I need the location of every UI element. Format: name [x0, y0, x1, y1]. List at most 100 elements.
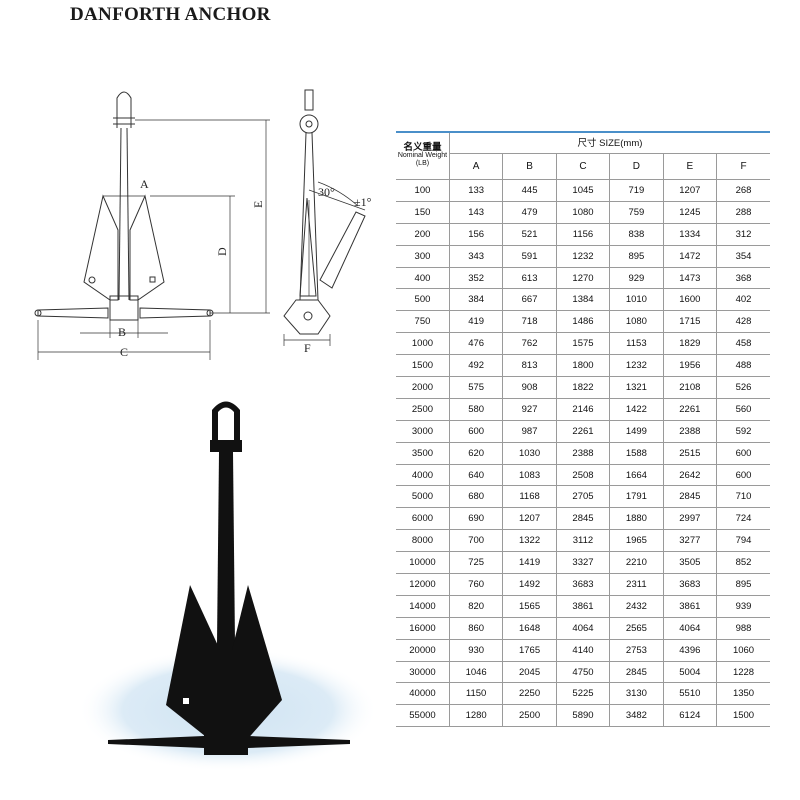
size-cell-b: 1648 [502, 617, 557, 640]
size-cell-d: 1499 [609, 420, 664, 443]
size-cell-c: 1384 [555, 288, 610, 312]
size-cell-c: 1045 [555, 179, 610, 202]
size-cell-e: 3277 [662, 529, 717, 553]
size-cell-c: 5890 [555, 704, 610, 728]
size-cell-e: 1334 [662, 223, 717, 246]
size-cell-e: 1473 [662, 267, 717, 290]
size-cell-b: 762 [502, 332, 557, 356]
size-cell-a: 700 [448, 529, 503, 553]
size-cell-a: 680 [448, 485, 503, 509]
size-cell-c: 4064 [555, 617, 610, 640]
size-cell-f: 794 [716, 529, 770, 553]
weight-cell: 3000 [396, 420, 450, 443]
size-cell-e: 6124 [662, 704, 717, 728]
weight-cell: 4000 [396, 464, 450, 487]
size-cell-a: 575 [448, 376, 503, 399]
weight-cell: 750 [396, 310, 450, 334]
size-cell-e: 1207 [662, 179, 717, 202]
size-cell-c: 2508 [555, 464, 610, 487]
weight-cell: 100 [396, 179, 450, 202]
page-title: DANFORTH ANCHOR [70, 4, 271, 25]
dimension-label-b: B [118, 325, 126, 339]
size-cell-b: 813 [502, 354, 557, 378]
size-cell-d: 1321 [609, 376, 664, 399]
weight-cell: 14000 [396, 595, 450, 618]
size-cell-b: 667 [502, 288, 557, 312]
size-cell-a: 620 [448, 442, 503, 465]
size-cell-f: 368 [716, 267, 770, 290]
size-cell-a: 143 [448, 201, 503, 224]
size-cell-d: 895 [609, 245, 664, 268]
size-cell-d: 1588 [609, 442, 664, 465]
size-cell-f: 526 [716, 376, 770, 399]
size-cell-d: 929 [609, 267, 664, 290]
size-cell-e: 2261 [662, 398, 717, 421]
size-cell-e: 3505 [662, 551, 717, 575]
size-cell-e: 5510 [662, 682, 717, 706]
size-cell-c: 1232 [555, 245, 610, 268]
size-cell-a: 725 [448, 551, 503, 575]
size-cell-d: 2311 [609, 573, 664, 596]
size-cell-e: 2515 [662, 442, 717, 465]
size-cell-e: 2642 [662, 464, 717, 487]
weight-cell: 8000 [396, 529, 450, 553]
size-cell-d: 2845 [609, 661, 664, 684]
weight-cell: 5000 [396, 485, 450, 509]
weight-cell: 300 [396, 245, 450, 268]
size-cell-a: 343 [448, 245, 503, 268]
weight-header-unit: (LB) [415, 160, 430, 167]
dimension-label-e: E [251, 201, 265, 208]
size-cell-d: 2210 [609, 551, 664, 575]
size-cell-e: 1715 [662, 310, 717, 334]
size-cell-e: 3861 [662, 595, 717, 618]
size-cell-b: 479 [502, 201, 557, 224]
size-cell-f: 1060 [716, 639, 770, 662]
size-cell-a: 384 [448, 288, 503, 312]
size-cell-d: 1422 [609, 398, 664, 421]
weight-cell: 2000 [396, 376, 450, 399]
size-cell-c: 5225 [555, 682, 610, 706]
dimension-label-d: D [215, 247, 229, 256]
size-cell-c: 1822 [555, 376, 610, 399]
weight-cell: 10000 [396, 551, 450, 575]
weight-cell: 16000 [396, 617, 450, 640]
column-header-c: C [555, 153, 610, 180]
weight-cell: 500 [396, 288, 450, 312]
size-cell-e: 4396 [662, 639, 717, 662]
size-cell-e: 5004 [662, 661, 717, 684]
size-cell-e: 4064 [662, 617, 717, 640]
size-cell-d: 719 [609, 179, 664, 202]
weight-header-en: Nominal Weight [397, 152, 448, 159]
size-cell-b: 908 [502, 376, 557, 399]
size-cell-b: 1030 [502, 442, 557, 465]
size-cell-d: 3482 [609, 704, 664, 728]
size-cell-f: 402 [716, 288, 770, 312]
size-cell-f: 428 [716, 310, 770, 334]
size-cell-a: 600 [448, 420, 503, 443]
weight-cell: 20000 [396, 639, 450, 662]
size-cell-d: 1232 [609, 354, 664, 378]
size-cell-c: 2261 [555, 420, 610, 443]
size-cell-a: 860 [448, 617, 503, 640]
size-cell-b: 1492 [502, 573, 557, 596]
size-cell-c: 2845 [555, 507, 610, 531]
size-cell-f: 288 [716, 201, 770, 224]
weight-cell: 12000 [396, 573, 450, 596]
size-cell-a: 690 [448, 507, 503, 531]
size-cell-e: 2108 [662, 376, 717, 399]
size-cell-f: 1350 [716, 682, 770, 706]
size-cell-d: 2432 [609, 595, 664, 618]
size-cell-b: 2250 [502, 682, 557, 706]
size-cell-b: 1207 [502, 507, 557, 531]
size-cell-d: 1965 [609, 529, 664, 553]
tolerance-label: ±1° [354, 195, 372, 209]
size-cell-f: 1500 [716, 704, 770, 728]
